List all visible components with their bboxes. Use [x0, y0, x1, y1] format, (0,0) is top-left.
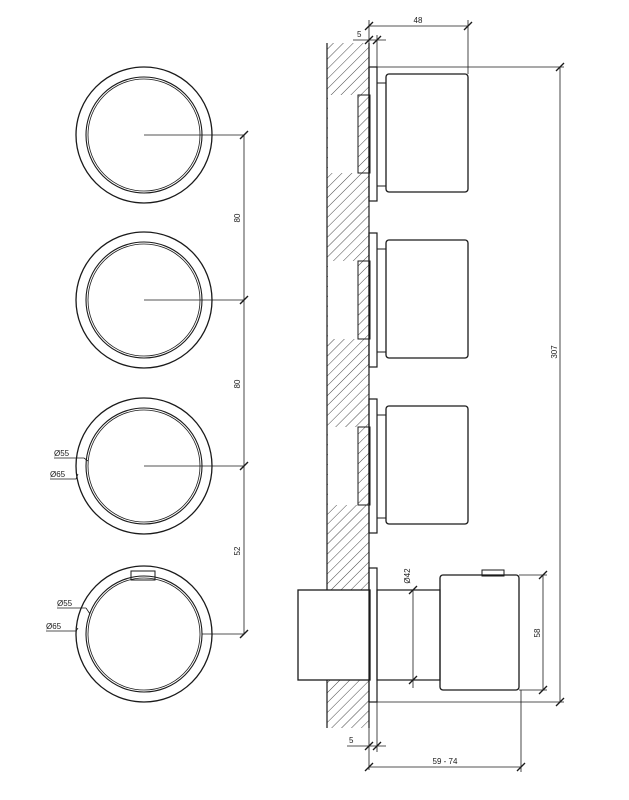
dim-58-label: 58: [533, 628, 542, 637]
knob-1: [75, 66, 244, 204]
dim-52: 52: [233, 546, 242, 555]
knob-4: [75, 565, 244, 703]
knob-3: [75, 397, 244, 535]
dim-307-label: 307: [550, 345, 559, 359]
dim-59-74-label: 59 - 74: [433, 757, 458, 766]
handle-unit-1: [328, 66, 469, 202]
dim-5-top-line: [353, 35, 386, 67]
dim-48-line: [364, 20, 473, 74]
dim-5-top-label: 5: [357, 30, 362, 39]
diameter-55-label-knob-4: Ø55: [57, 599, 73, 608]
dim-42-line: [408, 585, 440, 688]
handle-unit-2: [328, 232, 469, 368]
dim-48-label: 48: [414, 16, 423, 25]
front-view: 80 80 52 Ø55 Ø65 Ø55 Ø65: [46, 66, 249, 703]
dim-80-middle: 80: [233, 379, 242, 388]
handle-unit-3: [328, 398, 469, 534]
diameter-callout-knob-3: Ø55 Ø65: [50, 449, 89, 480]
diameter-65-label-knob-3: Ø65: [50, 470, 66, 479]
knob-2: [75, 231, 244, 369]
diameter-callout-knob-4: Ø55 Ø65: [46, 599, 91, 632]
front-dimension-line: [239, 130, 249, 639]
dim-42-label: Ø42: [403, 568, 412, 584]
side-view: 48 5 307 Ø42: [297, 16, 565, 772]
dim-59-74-line: [364, 690, 526, 772]
dim-80-upper: 80: [233, 213, 242, 222]
dim-58-line: [519, 570, 548, 695]
dim-5-bottom-line: [347, 702, 386, 770]
diameter-55-label-knob-3: Ø55: [54, 449, 70, 458]
dim-5-bottom-label: 5: [349, 736, 354, 745]
dim-307-line: [377, 62, 565, 707]
diameter-65-label-knob-4: Ø65: [46, 622, 62, 631]
